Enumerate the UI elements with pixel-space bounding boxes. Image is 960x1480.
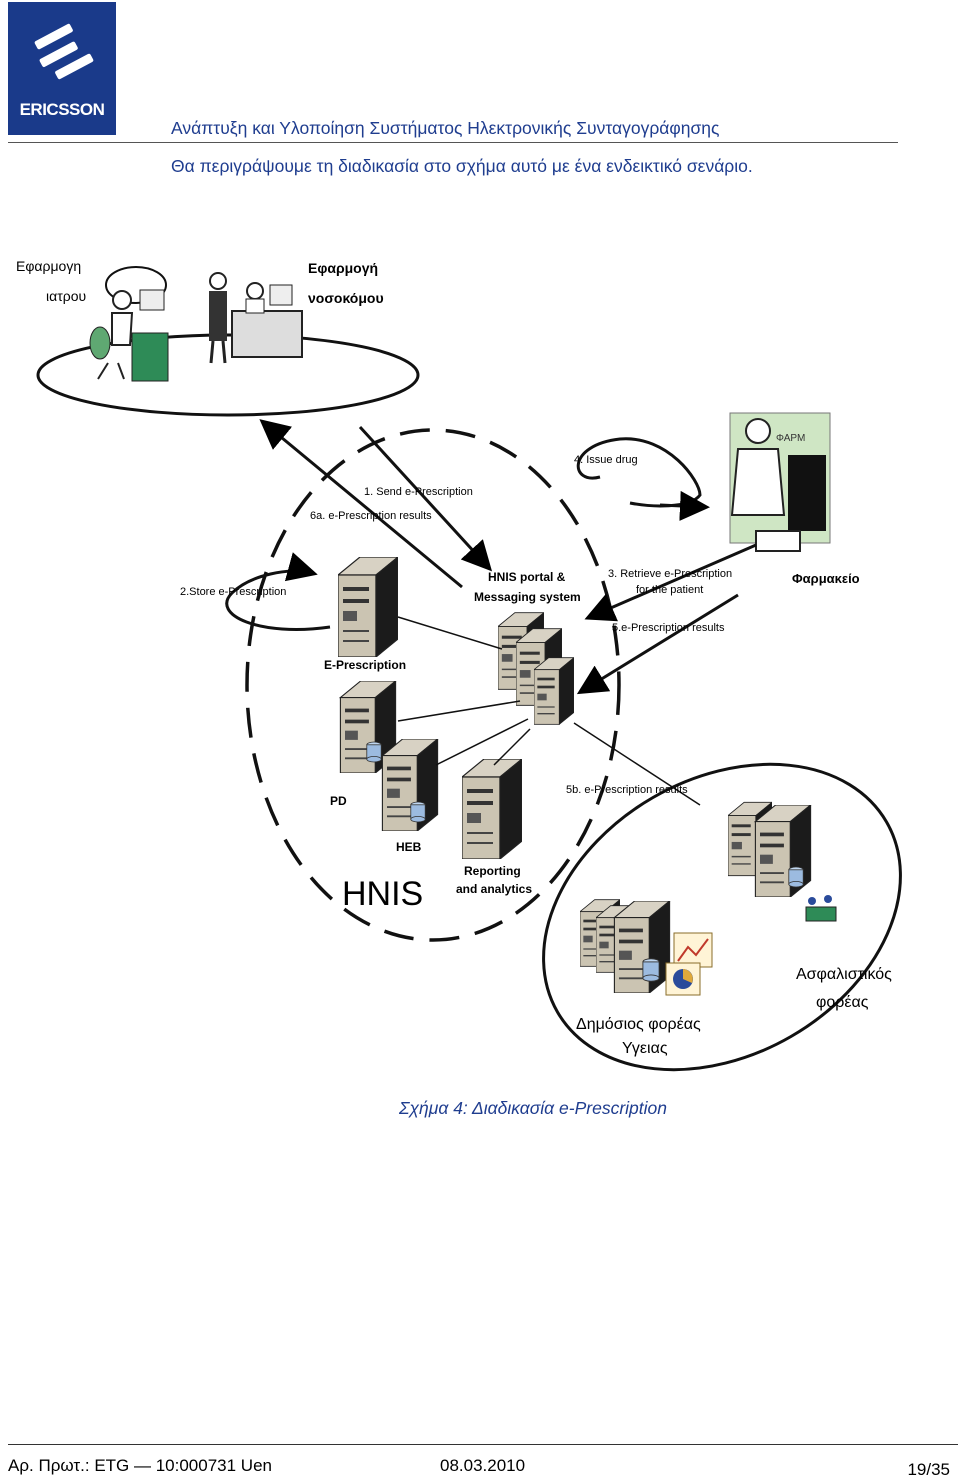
arrow-step1 bbox=[358, 425, 493, 572]
ericsson-mark-icon bbox=[34, 23, 94, 80]
network-icon bbox=[805, 895, 837, 922]
heb-disk-icon bbox=[410, 801, 426, 823]
label-step5b: 5b. e-Prescription results bbox=[566, 784, 688, 796]
document-title: Ανάπτυξη και Υλοποίηση Συστήματος Ηλεκτρ… bbox=[171, 118, 720, 138]
label-eprescription: E-Prescription bbox=[324, 658, 406, 672]
arrow-step6a bbox=[259, 419, 463, 589]
label-step3-1: 3. Retrieve e-Prescription bbox=[608, 568, 732, 580]
arrow-step4-loop bbox=[576, 437, 702, 508]
label-reporting-1: Reporting bbox=[464, 864, 521, 878]
page-number: 19/35 bbox=[907, 1460, 950, 1479]
label-public-health-1: Δημόσιος φορέας bbox=[576, 1016, 701, 1033]
arrow-step5 bbox=[576, 593, 739, 695]
hnis-boundary bbox=[245, 428, 621, 942]
label-step1: 1. Send e-Prescription bbox=[364, 486, 473, 498]
label-public-health-2: Υγειας bbox=[622, 1040, 668, 1057]
heb-server-icon bbox=[381, 739, 439, 831]
label-portal-2: Messaging system bbox=[474, 590, 581, 604]
label-step3-2: for the patient bbox=[636, 584, 703, 596]
doctor-icon bbox=[89, 266, 169, 382]
arrow-step3 bbox=[584, 543, 757, 622]
label-step4: 4. Issue drug bbox=[574, 454, 638, 466]
hospital-app-label-2: νοσοκόμου bbox=[308, 290, 384, 306]
label-step6a: 6a. e-Prescription results bbox=[310, 510, 432, 522]
label-portal-1: HNIS portal & bbox=[488, 570, 566, 584]
intro-paragraph: Θα περιγράψουμε τη διαδικασία στο σχήμα … bbox=[171, 156, 753, 176]
label-insurance-2: φορέας bbox=[816, 994, 869, 1011]
label-reporting-2: and analytics bbox=[456, 882, 532, 896]
reporting-server-icon bbox=[462, 759, 522, 859]
label-heb: HEB bbox=[396, 840, 422, 854]
label-step2: 2.Store e-Prescription bbox=[180, 586, 286, 598]
public-health-disk-icon bbox=[642, 958, 660, 982]
label-pharmacy: Φαρμακείο bbox=[792, 571, 860, 586]
label-step5: 5.e-Prescription results bbox=[612, 622, 725, 634]
eprescription-diagram: Εφαρμογη ιατρου Εφαρμογή νοσοκόμου 1. Se… bbox=[0, 245, 960, 1075]
footer-divider bbox=[8, 1444, 958, 1445]
insurance-disk-icon bbox=[788, 866, 804, 888]
pharmacist-icon: ΦΑΡΜ bbox=[729, 412, 831, 552]
svg-text:ΦΑΡΜ: ΦΑΡΜ bbox=[776, 433, 805, 444]
hospital-app-label-1: Εφαρμογή bbox=[308, 260, 378, 276]
portal-server-3 bbox=[534, 656, 574, 726]
label-hnis: HNIS bbox=[342, 875, 423, 913]
applications-ellipse bbox=[36, 333, 420, 417]
hospital-staff-icon bbox=[209, 272, 303, 364]
chart-report-icon bbox=[665, 932, 713, 996]
figure-caption: Σχήμα 4: Διαδικασία e-Prescription bbox=[399, 1098, 667, 1118]
doctor-app-label-2: ιατρου bbox=[46, 288, 86, 304]
ericsson-logo: ERICSSON bbox=[8, 2, 116, 135]
header-divider bbox=[8, 142, 898, 143]
public-health-server-3 bbox=[613, 901, 671, 993]
pd-disk-icon bbox=[366, 741, 382, 763]
footer-reference: Αρ. Πρωτ.: ETG — 10:000731 Uen bbox=[8, 1456, 272, 1475]
label-pd: PD bbox=[330, 794, 347, 808]
footer-date: 08.03.2010 bbox=[440, 1456, 526, 1475]
arrow-step2-loop bbox=[225, 552, 331, 631]
doctor-app-label-1: Εφαρμογη bbox=[16, 258, 81, 274]
label-insurance-1: Ασφαλιστικός bbox=[796, 966, 892, 983]
eprescription-server-icon bbox=[338, 557, 398, 657]
external-bodies-ellipse bbox=[542, 762, 902, 1072]
logo-wordmark: ERICSSON bbox=[19, 100, 105, 119]
